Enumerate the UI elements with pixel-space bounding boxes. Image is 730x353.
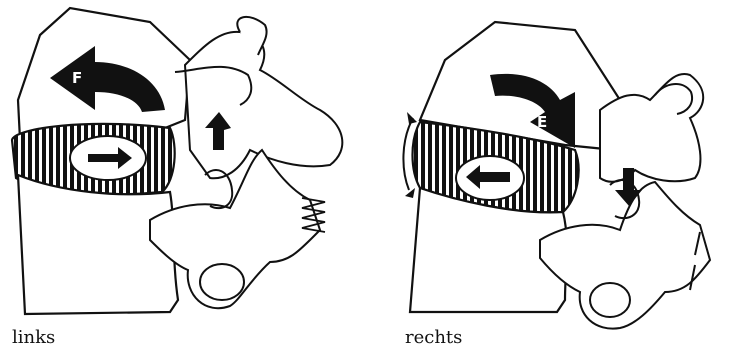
left-caption: links [12,328,55,348]
upper-posterior-process [600,74,703,182]
extension-label: E [537,113,547,131]
lower-foramen [590,283,630,317]
right-caption: rechts [405,328,462,348]
flexion-label: F [72,69,82,87]
lower-foramen [200,264,244,300]
left-panel-flexion: F links [0,0,365,353]
left-vertebrae-illustration: F [0,0,365,353]
right-vertebrae-illustration: E [365,0,730,353]
right-panel-extension: E rechts [365,0,730,353]
